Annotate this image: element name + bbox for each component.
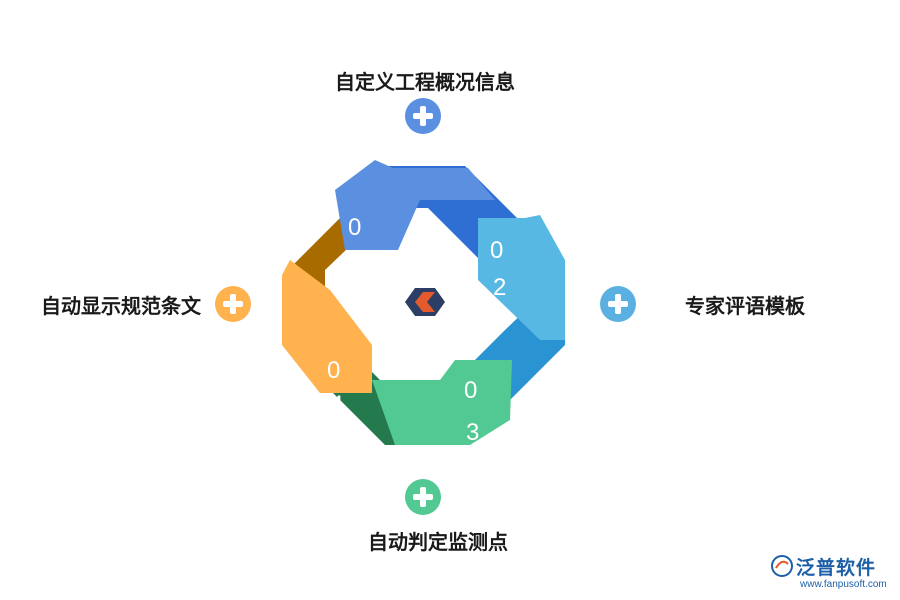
plus-circle-icon[interactable] xyxy=(215,286,251,322)
step-01-label: 自定义工程概况信息 xyxy=(335,70,515,94)
arrow-03 xyxy=(372,360,512,445)
plus-circle-icon[interactable] xyxy=(405,479,441,515)
step-04-label: 自动显示规范条文 xyxy=(41,294,201,318)
brand-url: www.fanpusoft.com xyxy=(800,579,887,590)
plus-circle-icon[interactable] xyxy=(600,286,636,322)
plus-circle-icon[interactable] xyxy=(405,98,441,134)
step-01-number-ones: 1 xyxy=(351,251,364,278)
fanpu-logo-icon xyxy=(771,555,793,577)
step-02-label: 专家评语模板 xyxy=(685,294,805,318)
step-03-label: 自动判定监测点 xyxy=(368,530,508,554)
step-02-number-ones: 2 xyxy=(493,274,506,301)
step-02-number-tens: 0 xyxy=(490,237,503,264)
step-04-number-ones: 4 xyxy=(330,391,343,418)
brand-watermark: 泛普软件 www.fanpusoft.com xyxy=(770,553,895,598)
step-04-number-tens: 0 xyxy=(327,357,340,384)
arrow-04 xyxy=(282,260,372,393)
arrow-02 xyxy=(478,215,565,340)
step-01-number-tens: 0 xyxy=(348,214,361,241)
brand-name: 泛普软件 xyxy=(796,557,877,579)
arrow-01 xyxy=(335,160,495,250)
step-03-number-ones: 3 xyxy=(466,419,479,446)
step-03-number-tens: 0 xyxy=(464,377,477,404)
company-logo-icon xyxy=(405,288,445,316)
